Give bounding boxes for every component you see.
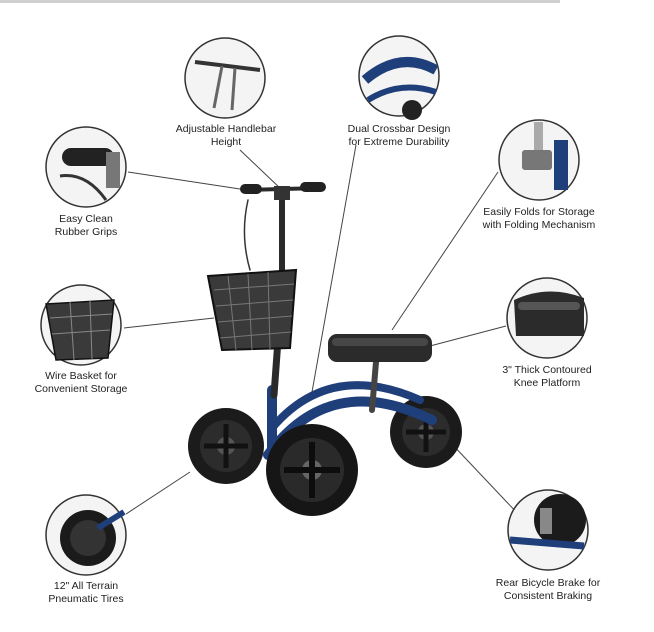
callout-label-knee: 3" Thick Contoured Knee Platform	[502, 364, 592, 389]
handlebar	[240, 182, 326, 200]
callout-label-basket: Wire Basket for Convenient Storage	[34, 370, 128, 395]
scooter-frame	[243, 192, 437, 465]
leader-lines	[123, 144, 521, 517]
callout-label-grips: Easy Clean Rubber Grips	[54, 213, 118, 238]
rear-left-wheel	[188, 408, 264, 484]
grip-icon	[59, 148, 120, 201]
folding-mechanism-icon	[522, 122, 568, 190]
callout-label-handlebar: Adjustable Handlebar Height	[175, 123, 277, 148]
brake-icon	[509, 494, 586, 550]
callout-circle-handlebar	[184, 37, 266, 119]
callout-label-crossbar: Dual Crossbar Design for Extreme Durabil…	[347, 123, 451, 148]
front-right-wheel	[266, 424, 358, 516]
basket-icon	[45, 299, 115, 361]
handlebar-icon	[194, 60, 261, 111]
knee-pad-icon	[514, 291, 584, 336]
tire-icon	[60, 509, 126, 566]
callout-label-folding: Easily Folds for Storage with Folding Me…	[482, 206, 596, 231]
crossbar-icon	[361, 57, 439, 120]
callout-label-brake: Rear Bicycle Brake for Consistent Brakin…	[495, 577, 601, 602]
knee-platform	[328, 334, 432, 362]
wire-basket	[206, 268, 298, 352]
callout-label-tires: 12" All Terrain Pneumatic Tires	[48, 580, 124, 605]
top-divider	[0, 0, 560, 3]
